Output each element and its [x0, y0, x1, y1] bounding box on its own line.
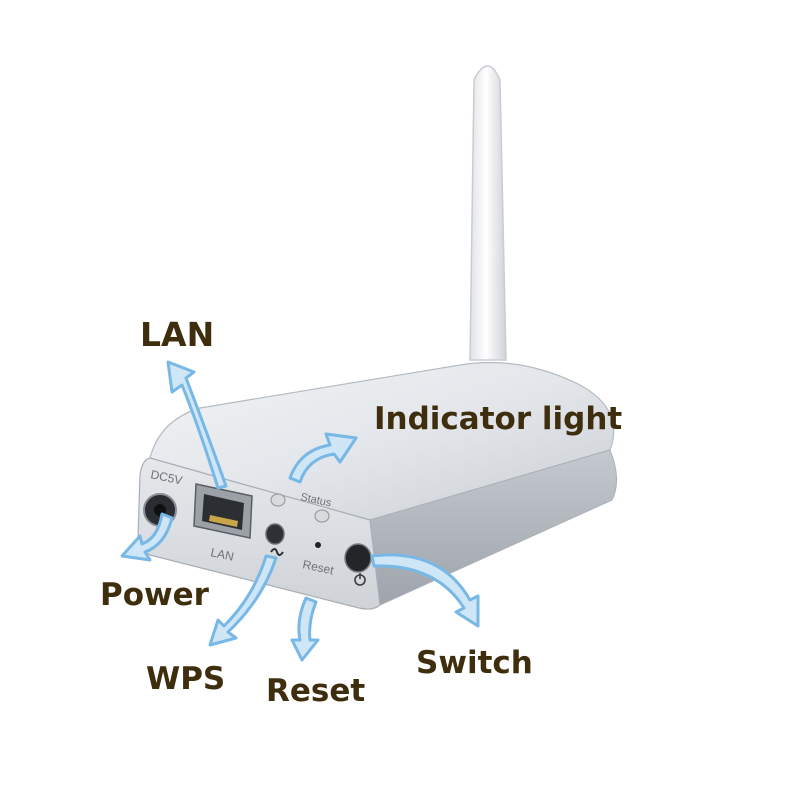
label-indicator-light: Indicator light: [374, 401, 623, 437]
label-switch: Switch: [416, 645, 533, 681]
wps-arrow: [208, 554, 278, 647]
label-lan: LAN: [140, 315, 215, 354]
wps-button: [265, 523, 285, 556]
dc-marking: DC5V: [149, 467, 183, 487]
label-reset: Reset: [266, 673, 366, 709]
label-power: Power: [100, 577, 209, 613]
reset-pinhole: [315, 542, 321, 548]
indicator-leds: [270, 493, 330, 523]
power-arrow: [120, 512, 174, 562]
lan-port: [193, 483, 253, 539]
callout-arrows: [120, 360, 480, 662]
reset-arrow: [290, 596, 320, 662]
router-body: [137, 361, 617, 610]
indicator-arrow: [288, 432, 358, 484]
lan-arrow: [166, 360, 228, 490]
label-wps: WPS: [146, 661, 226, 697]
lan-marking: LAN: [209, 545, 235, 564]
antenna: [469, 65, 507, 361]
switch-arrow: [370, 553, 480, 628]
reset-marking: Reset: [301, 557, 335, 577]
